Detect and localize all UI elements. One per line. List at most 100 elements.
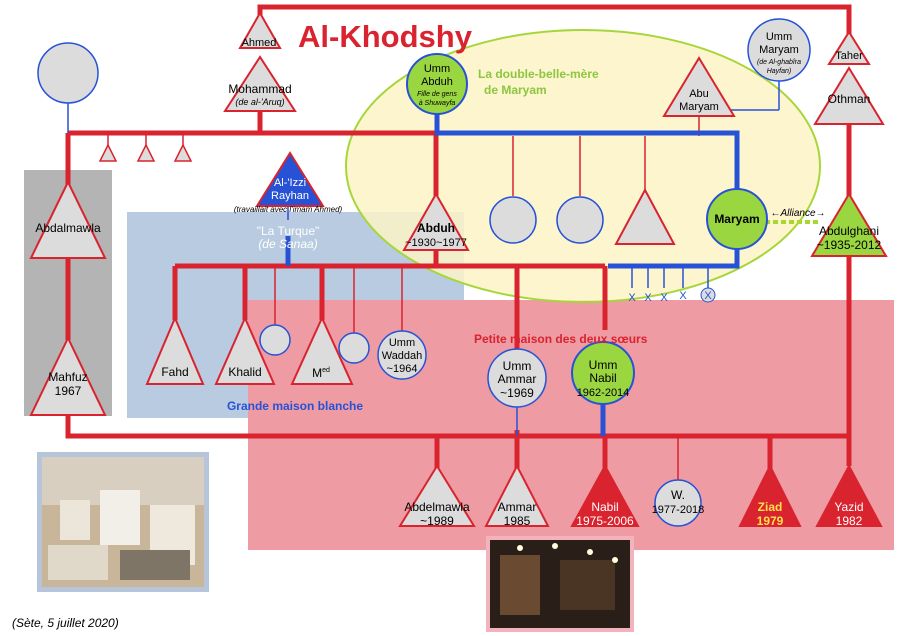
label-mahfuz: 1967: [55, 384, 82, 398]
sibling-triangle: [173, 143, 193, 162]
label-ziad: 1979: [757, 514, 784, 528]
label-umm-ammar: Umm: [503, 359, 532, 373]
mahfuz-triangle: [29, 335, 107, 416]
abu-maryam-triangle: [662, 56, 736, 117]
label-umm-abduh-note: Fille de gens: [417, 91, 457, 98]
ahmed-triangle: [238, 10, 282, 49]
umm-nabil-circle: [571, 341, 635, 405]
maryam-circle: [706, 188, 768, 250]
label-alliance: ←Alliance→: [770, 208, 825, 219]
label-w: W.: [671, 488, 685, 502]
label-umm-nabil: Nabil: [589, 371, 616, 385]
label-umm-maryam: Umm: [766, 31, 792, 43]
sibling-triangle: [98, 143, 118, 162]
yazid-triangle: [815, 463, 883, 527]
w-circle: [654, 479, 702, 527]
label-abu-maryam: Abu: [689, 88, 709, 100]
label-nabil: 1975-2006: [576, 514, 634, 528]
label-taher: Taher: [835, 50, 863, 62]
x-marks: X X X X X: [628, 287, 716, 304]
ammar-triangle: [484, 463, 550, 527]
label-med: Med: [312, 366, 330, 380]
label-umm-waddah: Waddah: [382, 350, 423, 362]
label-mohammad: Mohammad: [228, 82, 291, 96]
label-umm-ammar: Ammar: [498, 372, 537, 386]
diagram-title: Al-Khodshy: [298, 19, 473, 54]
label-abdalmawla: Abdalmawla: [35, 221, 101, 235]
child-circle: [338, 332, 370, 364]
child-circle: [489, 196, 537, 244]
label-ziad: Ziad: [758, 500, 783, 514]
label-abdulghani: Abdulghani: [819, 224, 879, 238]
label-fahd: Fahd: [161, 365, 188, 379]
label-mahfuz: Mahfuz: [48, 370, 87, 384]
umm-abduh-circle: [406, 53, 468, 115]
label-maryam: Maryam: [714, 212, 759, 226]
child-circle: [259, 324, 291, 356]
al-izzi-triangle: [255, 151, 325, 207]
child-triangle: [614, 187, 676, 245]
label-umm-maryam-note: (de Al-ghabîra: [757, 59, 801, 66]
sibling-triangle: [136, 143, 156, 162]
child-circle: [556, 196, 604, 244]
x-mark: X: [644, 292, 652, 304]
med-triangle: [290, 315, 354, 385]
label-abdelmawla: ~1989: [420, 514, 454, 528]
x-mark: X: [660, 292, 668, 304]
label-yazid: Yazid: [834, 500, 863, 514]
label-ahmed: Ahmed: [242, 37, 277, 49]
label-umm-abduh: Abduh: [421, 76, 453, 88]
x-mark: X: [679, 290, 687, 302]
label-yazid: 1982: [836, 514, 863, 528]
nabil-triangle: [570, 463, 640, 527]
umm-ammar-circle: [487, 348, 547, 408]
label-umm-waddah: ~1964: [387, 363, 418, 375]
ziad-triangle: [738, 463, 802, 527]
label-la-turque: (de Sanaa): [258, 237, 317, 251]
label-abu-maryam: Maryam: [679, 101, 719, 113]
label-umm-ammar: ~1969: [500, 386, 534, 400]
zone-label-double-belle-mere: La double-belle-mère: [478, 67, 599, 81]
zone-label-petite-maison: Petite maison des deux sœurs: [474, 332, 648, 346]
label-la-turque: "La Turque": [257, 224, 320, 238]
ancestor-circle: [37, 42, 99, 104]
label-khalid: Khalid: [228, 365, 261, 379]
label-abdelmawla: Abdelmawla: [404, 500, 470, 514]
abdelmawla-triangle: [398, 464, 476, 527]
x-mark: X: [704, 290, 712, 302]
abdulghani-triangle: [810, 192, 888, 257]
label-umm-nabil: 1962-2014: [577, 387, 630, 399]
label-w: 1977-2018: [652, 504, 705, 516]
label-al-izzi: Al-'Izzi: [274, 177, 306, 189]
label-al-izzi: Rayhan: [271, 190, 309, 202]
label-umm-nabil: Umm: [589, 358, 618, 372]
label-umm-abduh-note: à Shuwayfa: [419, 100, 456, 107]
label-othman: Othman: [828, 92, 871, 106]
x-mark: X: [628, 292, 636, 304]
label-al-izzi-note: (travaillait avec l'imam Ahmed): [234, 205, 343, 214]
khalid-triangle: [214, 315, 276, 385]
umm-waddah-circle: [377, 330, 427, 380]
abduh-triangle: [402, 191, 470, 251]
fahd-triangle: [145, 315, 205, 385]
photo-city: [37, 452, 209, 592]
label-umm-waddah: Umm: [389, 337, 415, 349]
caption: (Sète, 5 juillet 2020): [12, 616, 119, 630]
photo-night: [486, 536, 634, 632]
abdalmawla-triangle: [29, 179, 107, 259]
mohammad-triangle: [223, 55, 297, 112]
label-mohammad-note: (de al-'Aruq): [235, 97, 284, 107]
othman-triangle: [813, 66, 885, 125]
zone-label-grande-maison: Grande maison blanche: [227, 399, 363, 413]
label-umm-maryam: Maryam: [759, 44, 799, 56]
taher-triangle: [827, 30, 871, 65]
label-abduh: ~1930~1977: [405, 237, 467, 249]
label-umm-maryam-note: Hayfan): [767, 68, 792, 75]
label-ammar: Ammar: [498, 500, 537, 514]
label-abdulghani: ~1935-2012: [817, 238, 882, 252]
label-abduh: Abduh: [417, 221, 455, 235]
zone-label-double-belle-mere: de Maryam: [484, 83, 547, 97]
umm-maryam-circle: [747, 18, 811, 82]
label-umm-abduh: Umm: [424, 63, 450, 75]
